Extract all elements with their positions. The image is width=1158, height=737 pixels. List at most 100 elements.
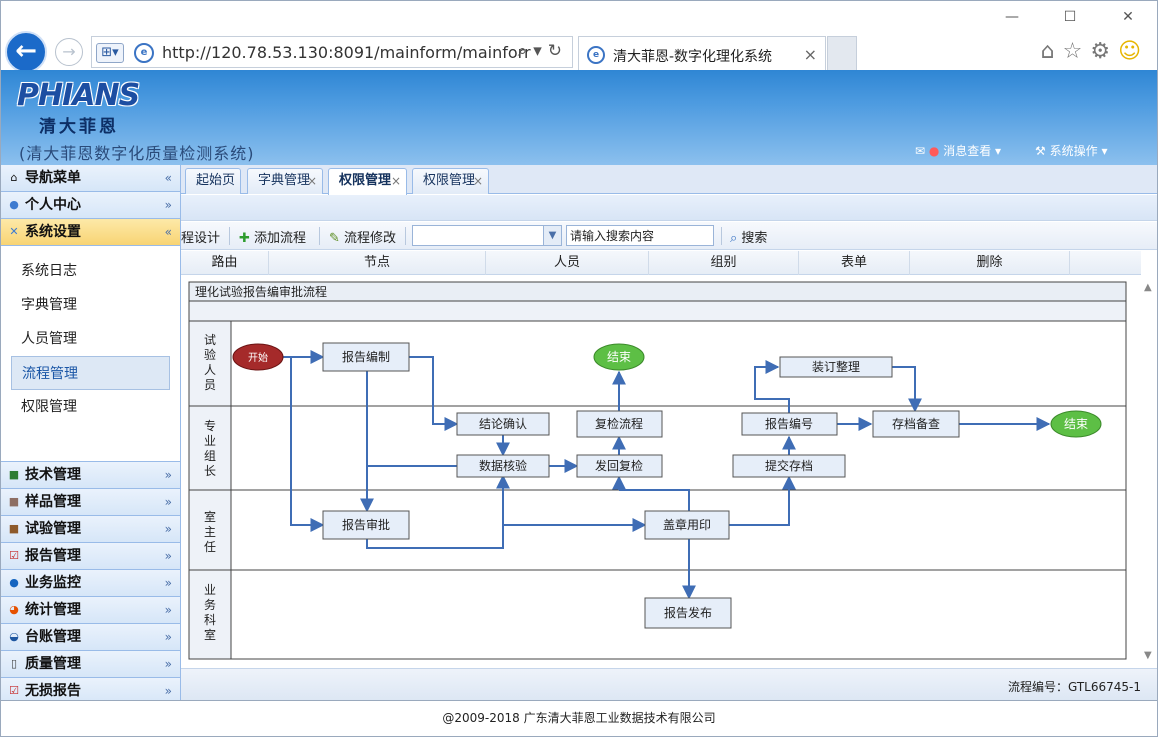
sidebar-item-personnel[interactable]: 人员管理 xyxy=(21,331,77,347)
toolbar-divider xyxy=(229,227,230,245)
logo-cn: 清大菲恩 xyxy=(39,117,119,137)
col-delete[interactable]: 删除 xyxy=(910,251,1070,275)
flow-node-numbering[interactable]: 报告编号 xyxy=(741,412,838,436)
lane-label-char: 务 xyxy=(204,597,216,612)
end-node-2[interactable] xyxy=(1050,410,1102,438)
browser-tab[interactable]: e 清大菲恩-数字化理化系统 × xyxy=(578,36,826,71)
url-text[interactable]: http://120.78.53.130:8091/mainform/mainf… xyxy=(162,43,531,62)
gear-icon[interactable]: ⚙ xyxy=(1090,39,1119,64)
new-tab-button[interactable] xyxy=(827,36,857,71)
maximize-button[interactable]: ☐ xyxy=(1063,9,1077,25)
close-tab-icon[interactable]: × xyxy=(803,45,817,64)
sidebar-item-permissions[interactable]: 权限管理 xyxy=(21,399,77,415)
end-node-1[interactable] xyxy=(593,343,645,371)
security-shield-icon[interactable]: ⊞▾ xyxy=(96,43,124,63)
sidebar-section-stats[interactable]: ◕统计管理» xyxy=(1,597,180,624)
chevron-down-icon: » xyxy=(164,630,172,644)
sidebar-section-test[interactable]: ■试验管理» xyxy=(1,516,180,543)
tab-label: 字典管理 xyxy=(258,173,311,188)
tab-dictionary[interactable]: 字典管理× xyxy=(247,168,323,194)
start-node[interactable] xyxy=(232,343,284,371)
chevron-down-icon: » xyxy=(164,468,172,482)
search-input[interactable] xyxy=(566,225,714,246)
scroll-up-icon[interactable]: ▲ xyxy=(1144,282,1152,293)
dropdown-icon[interactable]: ▾ xyxy=(533,41,548,61)
scroll-down-icon[interactable]: ▼ xyxy=(1144,650,1152,661)
sidebar-section-ledger[interactable]: ◒台账管理» xyxy=(1,624,180,651)
vertical-scrollbar[interactable]: ▲ ▼ xyxy=(1141,276,1157,667)
back-arrow-icon[interactable]: ← xyxy=(5,31,47,73)
browser-tools: ⌂☆⚙☺ xyxy=(1041,39,1149,64)
design-button[interactable]: 程设计 xyxy=(181,231,221,246)
address-bar[interactable]: ⊞▾ e http://120.78.53.130:8091/mainform/… xyxy=(91,36,573,68)
flow-title-bar xyxy=(188,281,1127,302)
flow-node-publish[interactable]: 报告发布 xyxy=(644,597,732,629)
address-tools[interactable]: ⌕▾↻ xyxy=(518,41,568,61)
forward-arrow-icon[interactable]: → xyxy=(55,38,83,66)
node-label: 装订整理 xyxy=(812,359,860,374)
tab-permissions[interactable]: 权限管理× xyxy=(412,168,489,194)
node-label: 结论确认 xyxy=(479,417,527,431)
flow-node-verify[interactable]: 数据核验 xyxy=(456,454,550,478)
flow-node-seal[interactable]: 盖章用印 xyxy=(644,510,730,540)
end-node-2-label: 结束 xyxy=(1064,417,1088,431)
lane-label-char: 人 xyxy=(204,363,216,377)
flow-node-approve[interactable]: 报告审批 xyxy=(322,510,410,540)
chevron-down-icon: » xyxy=(164,684,172,698)
home-icon[interactable]: ⌂ xyxy=(1040,39,1063,64)
sidebar-item-workflow[interactable]: 流程管理 xyxy=(11,356,170,390)
sidebar-item-system-log[interactable]: 系统日志 xyxy=(21,263,77,279)
mail-icon: ✉ xyxy=(915,144,926,158)
sidebar-section-label: 技术管理 xyxy=(25,467,81,483)
nav-menu-title: 导航菜单 xyxy=(25,170,81,186)
collapse-left-icon[interactable]: « xyxy=(164,171,172,185)
close-icon[interactable]: × xyxy=(306,174,317,188)
nav-menu-header[interactable]: ⌂ 导航菜单 « xyxy=(1,165,180,192)
lane-label-char: 室 xyxy=(204,627,216,642)
star-icon[interactable]: ☆ xyxy=(1062,39,1091,64)
col-route[interactable]: 路由 xyxy=(181,251,269,275)
tab-permissions-active[interactable]: 权限管理× xyxy=(328,168,407,195)
sidebar-section-monitor[interactable]: ●业务监控» xyxy=(1,570,180,597)
app-header: PHIANS 清大菲恩 (清大菲恩数字化质量检测系统) ✉ ● 消息查看 ▾ ⚒… xyxy=(0,70,1158,165)
col-person[interactable]: 人员 xyxy=(486,251,649,275)
sidebar-section-label: 试验管理 xyxy=(25,521,81,537)
node-label: 提交存档 xyxy=(765,458,813,473)
sidebar-section-tech[interactable]: ■技术管理» xyxy=(1,462,180,489)
col-form[interactable]: 表单 xyxy=(799,251,910,275)
connector xyxy=(409,356,459,431)
flow-node-compile[interactable]: 报告编制 xyxy=(322,342,410,372)
flow-node-binding[interactable]: 装订整理 xyxy=(779,356,893,378)
search-icon[interactable]: ⌕ xyxy=(517,41,534,61)
minimize-button[interactable]: — xyxy=(1005,9,1019,25)
edit-workflow-button[interactable]: ✎ 流程修改 xyxy=(329,227,396,246)
col-group[interactable]: 组别 xyxy=(649,251,799,275)
filter-select[interactable]: ▼ xyxy=(412,225,562,246)
sidebar-section-label: 台账管理 xyxy=(25,629,81,645)
sidebar-section-report[interactable]: ☑报告管理» xyxy=(1,543,180,570)
system-ops-menu[interactable]: ⚒ 系统操作 ▾ xyxy=(1035,142,1107,159)
refresh-icon[interactable]: ↻ xyxy=(547,41,568,61)
flow-node-submit[interactable]: 提交存档 xyxy=(732,454,846,478)
col-node[interactable]: 节点 xyxy=(269,251,486,275)
flow-node-return[interactable]: 发回复检 xyxy=(576,454,663,478)
add-workflow-button[interactable]: ✚ 添加流程 xyxy=(239,227,306,246)
messages-menu[interactable]: ✉ ● 消息查看 ▾ xyxy=(915,142,1001,159)
chevron-down-icon[interactable]: ▼ xyxy=(543,226,561,245)
sidebar-section-sample[interactable]: ■样品管理» xyxy=(1,489,180,516)
sidebar-section-personal[interactable]: ● 个人中心 » xyxy=(1,192,180,219)
sidebar-section-quality[interactable]: ▯质量管理» xyxy=(1,651,180,678)
close-icon[interactable]: × xyxy=(390,174,401,188)
flow-node-archive[interactable]: 存档备查 xyxy=(872,410,960,438)
sidebar-item-dictionary[interactable]: 字典管理 xyxy=(21,297,77,313)
close-window-button[interactable]: ✕ xyxy=(1122,9,1134,25)
tab-label: 权限管理 xyxy=(339,173,392,188)
smiley-feedback-icon[interactable]: ☺ xyxy=(1118,39,1149,64)
flow-node-recheck[interactable]: 复检流程 xyxy=(576,410,663,438)
sidebar-section-settings[interactable]: ✕ 系统设置 « xyxy=(1,219,180,246)
tab-home[interactable]: 起始页 xyxy=(185,168,241,194)
close-icon[interactable]: × xyxy=(472,174,483,188)
flow-node-confirm[interactable]: 结论确认 xyxy=(456,412,550,436)
chevron-down-icon: » xyxy=(164,657,172,671)
search-button[interactable]: ⌕ 搜索 xyxy=(730,227,767,246)
